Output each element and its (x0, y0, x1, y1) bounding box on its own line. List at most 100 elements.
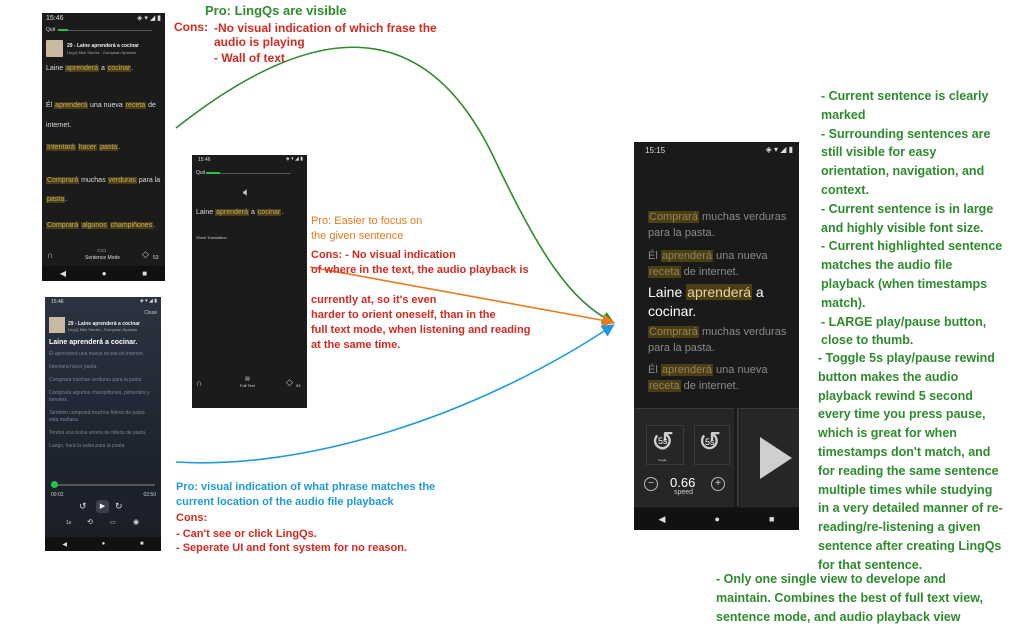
rewind-sublabel: 5-15 (660, 447, 667, 451)
subtitle-icon[interactable]: ▭ (110, 520, 116, 526)
annotation-pro-full-text: Pro: LingQs are visible (205, 3, 347, 18)
headphones-icon[interactable]: ∩ (47, 250, 54, 260)
lingq-word[interactable]: aprenderá (65, 65, 99, 72)
sentence-next-1[interactable]: Comprará muchas verduras para la pasta. (648, 326, 787, 354)
current-line[interactable]: Laine aprenderá a cocinar. (49, 339, 138, 346)
annotation-single-view: - Only one single view to develope and m… (716, 572, 983, 624)
time-current: 00:02 (51, 492, 64, 498)
speed-button[interactable]: 1x (66, 520, 72, 526)
lingq-word[interactable]: aprenderá (54, 102, 89, 109)
lingq-word[interactable]: pasta (99, 144, 119, 151)
speed-increase-button[interactable]: + (711, 477, 725, 491)
annotation-proposed-benefits: - Current sentence is clearly marked - S… (821, 89, 1003, 348)
lingq-count-icon[interactable]: ◇ (286, 377, 293, 387)
sentence-previous-1[interactable]: Él aprenderá una nueva receta de interne… (648, 250, 768, 278)
lesson-title: 29 - Laine aprenderá a cocinar (68, 321, 140, 327)
transcript-line[interactable]: Él aprenderá una nueva receta de interne… (49, 351, 145, 357)
progress-line (58, 30, 152, 31)
transcript-line[interactable]: Comprará muchas verduras para la pasta. (49, 377, 143, 383)
sentence-next-2[interactable]: Él aprenderá una nueva receta de interne… (648, 364, 768, 392)
forward-icon[interactable]: ↻ (115, 501, 123, 511)
record-icon[interactable]: ◉ (133, 519, 140, 526)
toggle-label: Toggle (658, 458, 667, 462)
status-bar: 15:46 ◈ ▾ ◢ ▮ (45, 297, 161, 306)
recents-icon[interactable]: ■ (142, 269, 148, 278)
lingq-word[interactable]: Comprará (648, 326, 699, 338)
back-icon[interactable]: ◀ (658, 513, 666, 524)
lingq-word[interactable]: cocinar (256, 209, 282, 216)
home-icon[interactable]: ● (101, 541, 106, 547)
headphones-icon[interactable]: ∩ (196, 378, 203, 388)
lingq-word[interactable]: cocinar (106, 65, 132, 72)
sentence-previous-2[interactable]: Comprará muchas verduras para la pasta. (648, 211, 787, 239)
seek-bar[interactable] (51, 484, 155, 486)
transcript-line[interactable]: Tendrá una bolsa entera de fideos de pas… (49, 430, 147, 436)
close-button[interactable]: Close (144, 310, 157, 316)
transcript-line[interactable]: Luego, hará la salsa para la pasta. (49, 443, 126, 449)
show-translation-button[interactable]: Show Translation (196, 235, 227, 240)
lingq-word[interactable]: receta (648, 380, 681, 392)
transcript-line[interactable]: Comprará algunos champiñones, pimientos … (49, 390, 150, 403)
lingq-word[interactable]: receta (124, 102, 147, 109)
lingq-word[interactable]: Intentará (46, 144, 76, 151)
home-icon[interactable]: ● (101, 269, 107, 278)
speed-label: speed (674, 489, 694, 496)
rewind-icon[interactable]: ↺ (79, 501, 87, 511)
phone-full-text-view: 15:46 ◈ ▾ ◢ ▮ Quit 29 - Laine aprenderá … (42, 13, 165, 281)
loop-icon[interactable]: ⟲ (87, 519, 93, 526)
lingq-word[interactable]: algunos (81, 222, 108, 229)
lingq-word[interactable]: champiñones (109, 222, 154, 229)
speed-decrease-button[interactable]: − (644, 477, 658, 491)
recents-icon[interactable]: ■ (140, 541, 144, 547)
lingq-word[interactable]: Comprará (46, 222, 80, 229)
lingq-word[interactable]: verduras (107, 177, 137, 184)
toggle-rewind-button[interactable]: ↺ 5s 5-15 Toggle (646, 425, 684, 465)
play-button[interactable]: ▶ (96, 500, 109, 513)
quit-button[interactable]: Quit (196, 170, 206, 176)
back-icon[interactable]: ◀ (59, 269, 67, 278)
lingq-word[interactable]: aprenderá (660, 364, 713, 376)
status-icons: ◈ ▾ ◢ ▮ (765, 145, 793, 154)
transcript-line[interactable]: Intentará hacer pasta. (49, 364, 98, 370)
quit-button[interactable]: Quit (46, 27, 56, 33)
transcript-line[interactable]: También comprará muchos fideos de pasta … (49, 410, 145, 423)
full-text-icon: ▤ (245, 376, 250, 382)
annotation-pro-audio-playback: Pro: visual indication of what phrase ma… (176, 481, 436, 508)
annotation-cons-sentence-mode: Cons: - No visual indication of where in… (311, 249, 531, 351)
sentence-mode-button[interactable]: Sentence Mode (85, 255, 121, 261)
orange-arrow (309, 266, 616, 327)
seek-thumb[interactable] (51, 481, 59, 488)
sentence-current[interactable]: Laine aprenderá a cocinar. (648, 284, 764, 319)
back-icon[interactable]: ◀ (62, 541, 67, 548)
time-total: 02:50 (143, 492, 156, 498)
lingq-word[interactable]: Comprará (46, 177, 80, 184)
lingq-word[interactable]: aprenderá (660, 250, 713, 262)
status-time: 15:15 (645, 146, 666, 155)
recents-icon[interactable]: ■ (769, 514, 775, 524)
lingq-word[interactable]: aprenderá (686, 284, 752, 300)
annotation-cons-full-text-b: - Wall of text (214, 51, 285, 65)
status-icons: ◈ ▾ ◢ ▮ (137, 15, 161, 22)
play-pause-button[interactable] (740, 408, 799, 507)
lesson-title: 29 - Laine aprenderá a cocinar (67, 43, 139, 49)
home-icon[interactable]: ● (714, 514, 720, 524)
speaker-icon[interactable]: 🔈︎ (243, 185, 251, 199)
sentence-mode-icon: ▭▭ (97, 248, 107, 254)
lingq-word[interactable]: aprenderá (215, 209, 249, 216)
rewind-label: 5s (658, 436, 668, 446)
play-icon (760, 437, 792, 479)
current-sentence: Laine aprenderá a cocinar. (196, 209, 284, 216)
lingq-count-icon[interactable]: ◇ (142, 249, 149, 259)
lingq-word[interactable]: pasta (46, 196, 66, 203)
lingq-word[interactable]: Comprará (648, 211, 699, 223)
annotation-pro-sentence-mode: Pro: Easier to focus on the given senten… (311, 215, 423, 242)
rewind-5s-button[interactable]: ↺ 5s (694, 425, 730, 465)
full-text-button[interactable]: Full Text (240, 383, 255, 388)
lingq-word[interactable]: hacer (77, 144, 98, 151)
android-nav-bar: ◀ ● ■ (45, 537, 161, 551)
lesson-subtitle: LingQ Mini Stories - European Spanish (67, 50, 137, 55)
status-icons: ◈ ▾ ◢ ▮ (285, 156, 303, 162)
phone-sentence-mode-view: 15:46 ◈ ▾ ◢ ▮ Quit 🔈︎ Laine aprenderá a … (192, 155, 307, 408)
lingq-word[interactable]: receta (648, 266, 681, 278)
